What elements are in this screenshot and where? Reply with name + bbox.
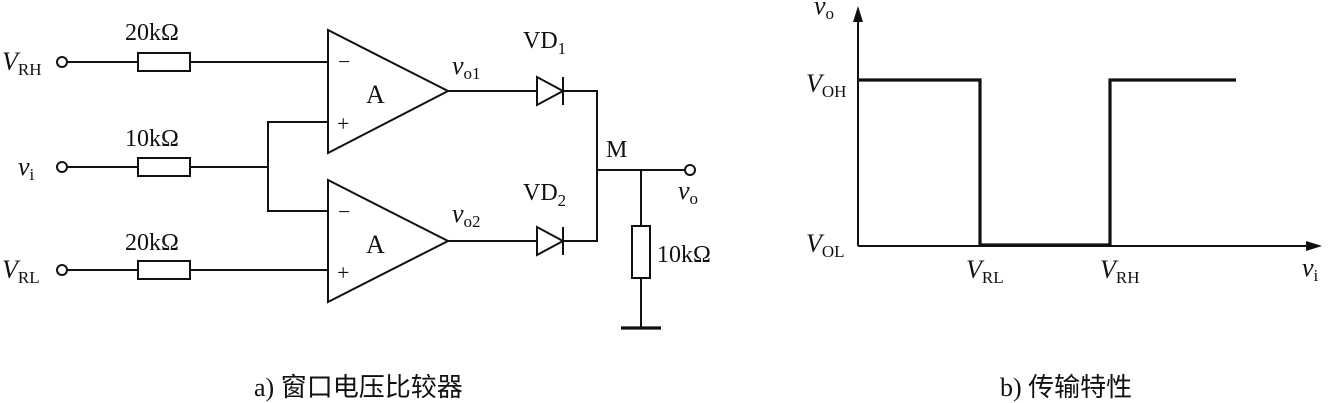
label-vd2: VD2 <box>523 180 566 210</box>
node-m-label: M <box>606 137 627 163</box>
label-vol: VOL <box>806 229 845 261</box>
resistor-10k-input <box>137 157 191 177</box>
label-vd1: VD1 <box>523 28 566 58</box>
opamp-top-label: A <box>366 80 385 109</box>
resistor-top-value: 20kΩ <box>125 20 179 46</box>
label-vo: vo <box>678 176 698 208</box>
x-axis-label: vi <box>1302 253 1319 285</box>
diode-vd1 <box>536 75 566 107</box>
label-vo2: vo2 <box>452 199 481 231</box>
opamp-bottom-minus: − <box>338 199 350 224</box>
vi-terminal <box>56 161 68 173</box>
opamp-bottom-label: A <box>366 230 385 259</box>
label-threshold-vrl: VRL <box>966 255 1004 287</box>
diode-vd2 <box>536 225 566 257</box>
opamp-top-plus: + <box>337 111 349 136</box>
label-voh: VOH <box>806 69 846 101</box>
vi-bus-wire <box>267 121 328 212</box>
opamp-top <box>327 28 451 155</box>
y-axis-label: vo <box>814 0 834 23</box>
vo-terminal <box>684 164 696 176</box>
opamp-top-minus: − <box>338 49 350 74</box>
resistor-mid-value: 10kΩ <box>125 126 179 152</box>
transfer-curve <box>858 78 1236 247</box>
opamp-bottom-plus: + <box>337 260 349 285</box>
resistor-bottom-value: 20kΩ <box>125 230 179 256</box>
resistor-10k-load <box>631 225 651 279</box>
y-axis-arrow <box>853 6 863 22</box>
label-threshold-vrh: VRH <box>1100 255 1140 287</box>
resistor-20k-top <box>137 52 191 72</box>
caption-a: a) 窗口电压比较器 <box>254 373 463 402</box>
x-axis-arrow <box>1306 241 1322 251</box>
label-vo1: vo1 <box>452 51 481 83</box>
vrl-terminal <box>56 264 68 276</box>
label-vi: vi <box>18 152 35 184</box>
transfer-characteristic-graph: vo vi VOH VOL VRL VRH b) 传输特性 <box>806 0 1322 402</box>
vrh-terminal <box>56 56 68 68</box>
label-vrh: VRH <box>2 47 42 79</box>
opamp-bottom <box>327 178 451 304</box>
label-vrl: VRL <box>2 255 40 287</box>
circuit-diagram: − + A − + A 20kΩ 10kΩ 20kΩ 10kΩ VRH vi V… <box>2 20 711 402</box>
resistor-20k-bottom <box>137 260 191 280</box>
caption-b: b) 传输特性 <box>1000 373 1132 402</box>
resistor-load-value: 10kΩ <box>657 242 711 268</box>
